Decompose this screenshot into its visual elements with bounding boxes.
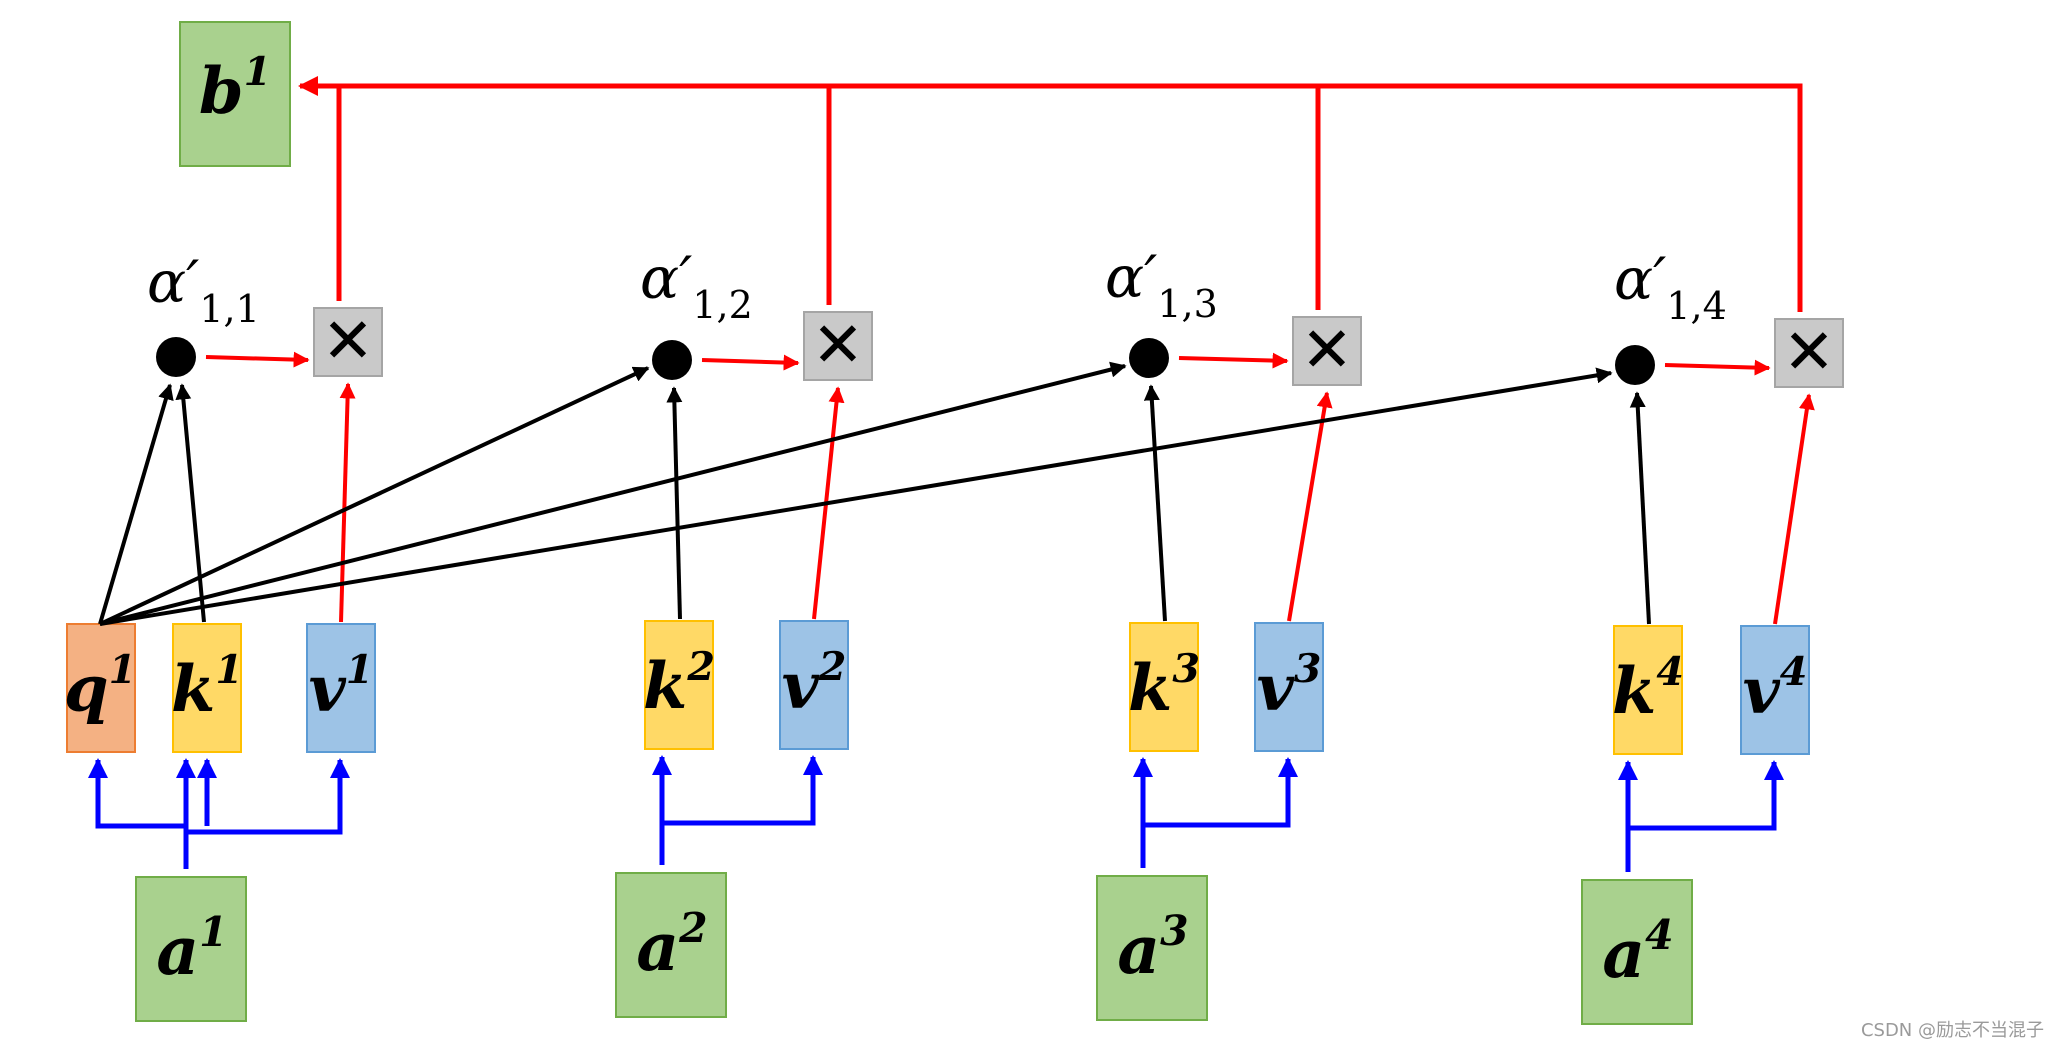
red-arrow-score-to-mult-4 [1664,359,1771,376]
input-box-a4 [1581,879,1693,1025]
input-box-a2 [615,872,727,1018]
attention-score-dot-4 [1615,345,1655,385]
value-box-v4 [1740,625,1810,755]
multiply-icon-2: ✕ [812,308,864,381]
blue-arrow-a1-to-q1 [88,758,186,829]
key-label-k4: k4 [1612,649,1684,729]
red-arrow-score-to-mult-2 [701,354,800,371]
black-arrow-key-to-score-2 [666,386,683,620]
attention-score-label-3: α′1,3 [1105,243,1218,326]
key-box-k3 [1129,622,1199,752]
multiply-box-3 [1292,316,1362,386]
input-box-a1 [135,876,247,1022]
sum-bus-arrow [298,76,1803,312]
key-box-k4 [1613,625,1683,755]
value-label-v3: v3 [1257,646,1322,726]
input-label-a4: a4 [1602,911,1673,993]
key-label-k1: k1 [171,647,243,727]
attention-score-label-2: α′1,2 [640,244,753,327]
multiply-box-1 [313,307,383,377]
value-box-v1 [306,623,376,753]
multiply-icon-4: ✕ [1783,315,1835,388]
blue-arrow-a2-to-v2 [662,755,823,826]
black-arrow-key-to-score-1 [175,383,206,623]
value-box-v3 [1254,622,1324,752]
multiply-icon-1: ✕ [322,304,374,377]
watermark: CSDN @励志不当混子 [1860,1020,2044,1041]
blue-arrow-a1-to-v1 [186,758,350,835]
input-label-a3: a3 [1117,907,1188,989]
attention-score-label-4: α′1,4 [1614,245,1727,328]
key-label-k2: k2 [643,644,715,724]
black-arrow-query-to-score-4 [99,367,1613,626]
input-label-a2: a2 [636,904,707,986]
black-arrow-key-to-score-3 [1143,384,1167,622]
value-box-v2 [779,620,849,750]
key-label-k3: k3 [1128,646,1200,726]
red-arrow-value-to-mult-3 [1287,391,1333,622]
multiply-box-4 [1774,318,1844,388]
attention-score-dot-1 [156,337,196,377]
red-arrow-score-to-mult-3 [1178,352,1289,369]
attention-score-dot-2 [652,340,692,380]
red-arrow-value-to-mult-4 [1773,393,1815,625]
blue-arrow-a3-to-v3 [1143,757,1298,828]
black-arrow-query-to-score-1 [98,383,174,625]
multiply-box-2 [803,311,873,381]
output-box-b1 [179,21,291,167]
key-box-k2 [644,620,714,750]
red-arrow-score-to-mult-1 [205,351,310,368]
query-box-q1 [66,623,136,753]
output-label-b1: b1 [199,49,271,129]
attention-score-dot-3 [1129,338,1169,378]
input-box-a3 [1096,875,1208,1021]
attention-score-label-1: α′1,1 [147,248,260,331]
value-label-v4: v4 [1743,649,1808,729]
input-label-a1: a1 [156,908,227,990]
multiply-icon-3: ✕ [1301,313,1353,386]
query-label-q1: q1 [64,647,136,727]
value-label-v1: v1 [309,647,374,727]
key-box-k1 [172,623,242,753]
red-arrow-value-to-mult-1 [339,382,356,623]
blue-arrow-a4-to-v4 [1628,760,1784,831]
black-arrow-query-to-score-3 [99,361,1127,626]
value-label-v2: v2 [782,644,847,724]
black-arrow-key-to-score-4 [1629,391,1651,625]
black-arrow-query-to-score-2 [99,366,650,626]
